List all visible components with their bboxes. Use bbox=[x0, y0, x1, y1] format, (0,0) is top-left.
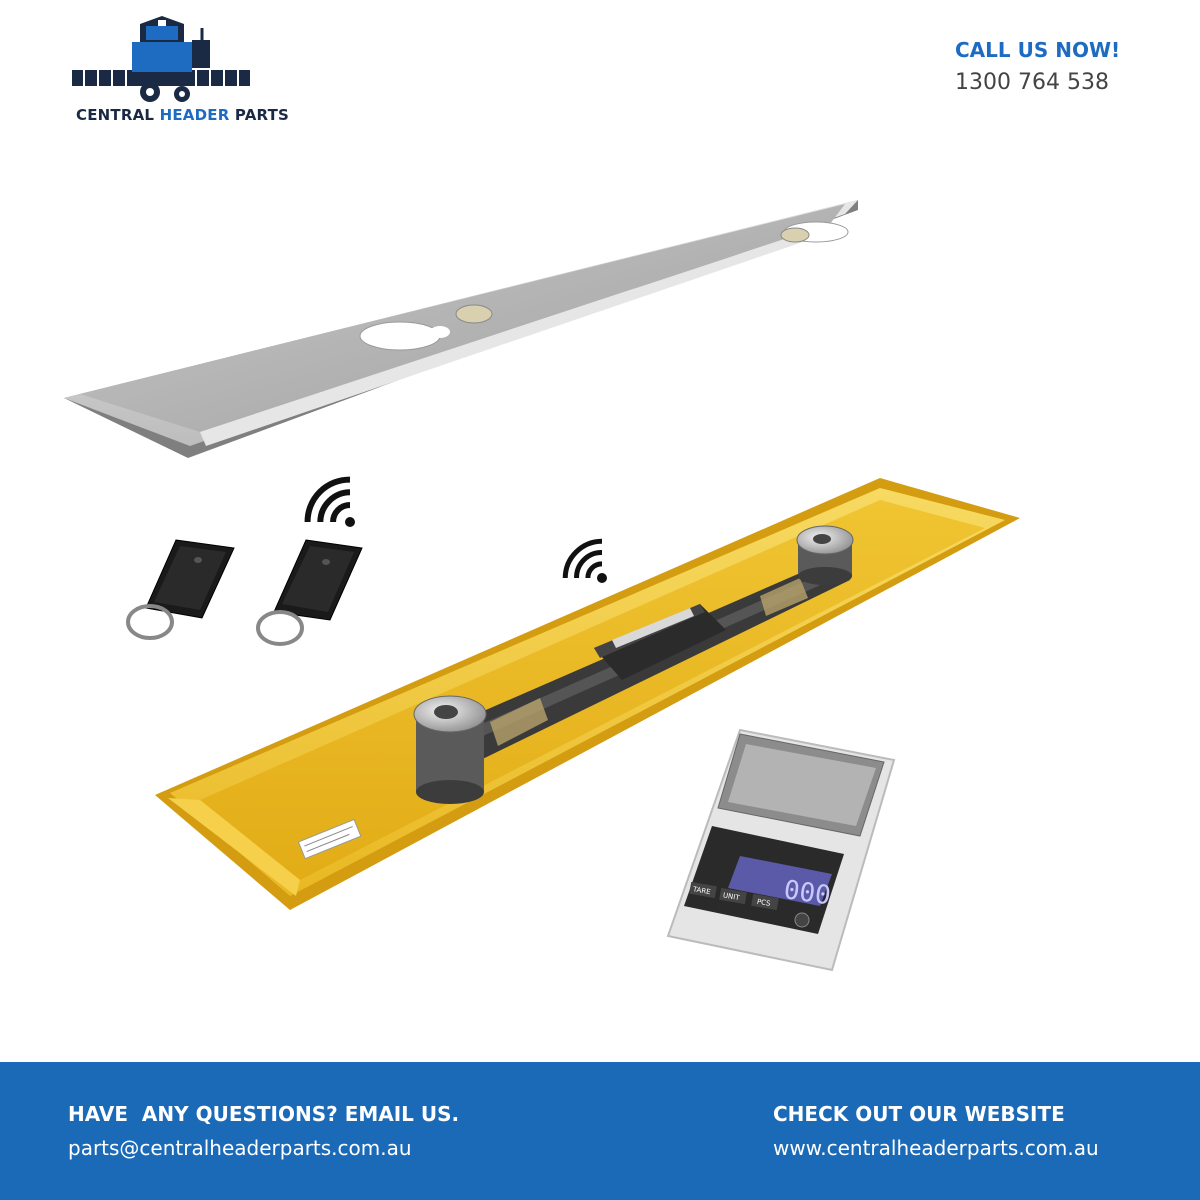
scale-power-icon bbox=[794, 912, 810, 928]
footer-website-block: CHECK OUT OUR WEBSITE www.centralheaderp… bbox=[773, 1102, 1099, 1160]
scale-unit-label: UNIT bbox=[722, 891, 741, 902]
tray-label-sticker bbox=[297, 818, 362, 860]
scale-tare-label: TARE bbox=[691, 885, 711, 896]
brand-name-part2: PARTS bbox=[229, 106, 290, 124]
scale-display-readout: 000 bbox=[782, 875, 833, 911]
email-heading: HAVE ANY QUESTIONS? EMAIL US. bbox=[68, 1102, 460, 1126]
contact-phone-block: CALL US NOW! 1300 764 538 bbox=[955, 38, 1120, 95]
phone-number[interactable]: 1300 764 538 bbox=[955, 70, 1109, 95]
combine-harvester-icon bbox=[72, 16, 250, 102]
brand-logo[interactable]: CENTRAL HEADER PARTS bbox=[70, 12, 289, 124]
scale-pcs-label: PCS bbox=[756, 898, 771, 908]
digital-scale: 000 TARE UNIT PCS bbox=[666, 728, 896, 972]
wifi-signal-icon bbox=[304, 476, 355, 527]
steel-cover-plate bbox=[64, 200, 858, 458]
sensor-control-box bbox=[594, 604, 726, 680]
footer-email-block: HAVE ANY QUESTIONS? EMAIL US. parts@cent… bbox=[68, 1102, 459, 1160]
brand-name-accent: HEADER bbox=[159, 106, 230, 124]
remote-key-fob-1 bbox=[126, 539, 235, 640]
magnet-left bbox=[413, 695, 487, 804]
email-link[interactable]: parts@centralheaderparts.com.au bbox=[68, 1136, 412, 1160]
wifi-signal-icon-tray bbox=[562, 538, 607, 583]
product-illustration: 000 TARE UNIT PCS bbox=[64, 200, 1020, 972]
yellow-sensor-tray bbox=[155, 478, 1020, 910]
footer-banner: HAVE ANY QUESTIONS? EMAIL US. parts@cent… bbox=[0, 1062, 1200, 1200]
brand-name: CENTRAL HEADER PARTS bbox=[76, 106, 289, 124]
magnet-right bbox=[796, 525, 854, 585]
brand-name-part1: CENTRAL bbox=[76, 106, 160, 124]
website-link[interactable]: www.centralheaderparts.com.au bbox=[773, 1136, 1099, 1160]
remote-key-fob-2 bbox=[256, 539, 363, 646]
website-heading: CHECK OUT OUR WEBSITE bbox=[773, 1102, 1065, 1126]
call-us-heading: CALL US NOW! bbox=[955, 38, 1121, 62]
